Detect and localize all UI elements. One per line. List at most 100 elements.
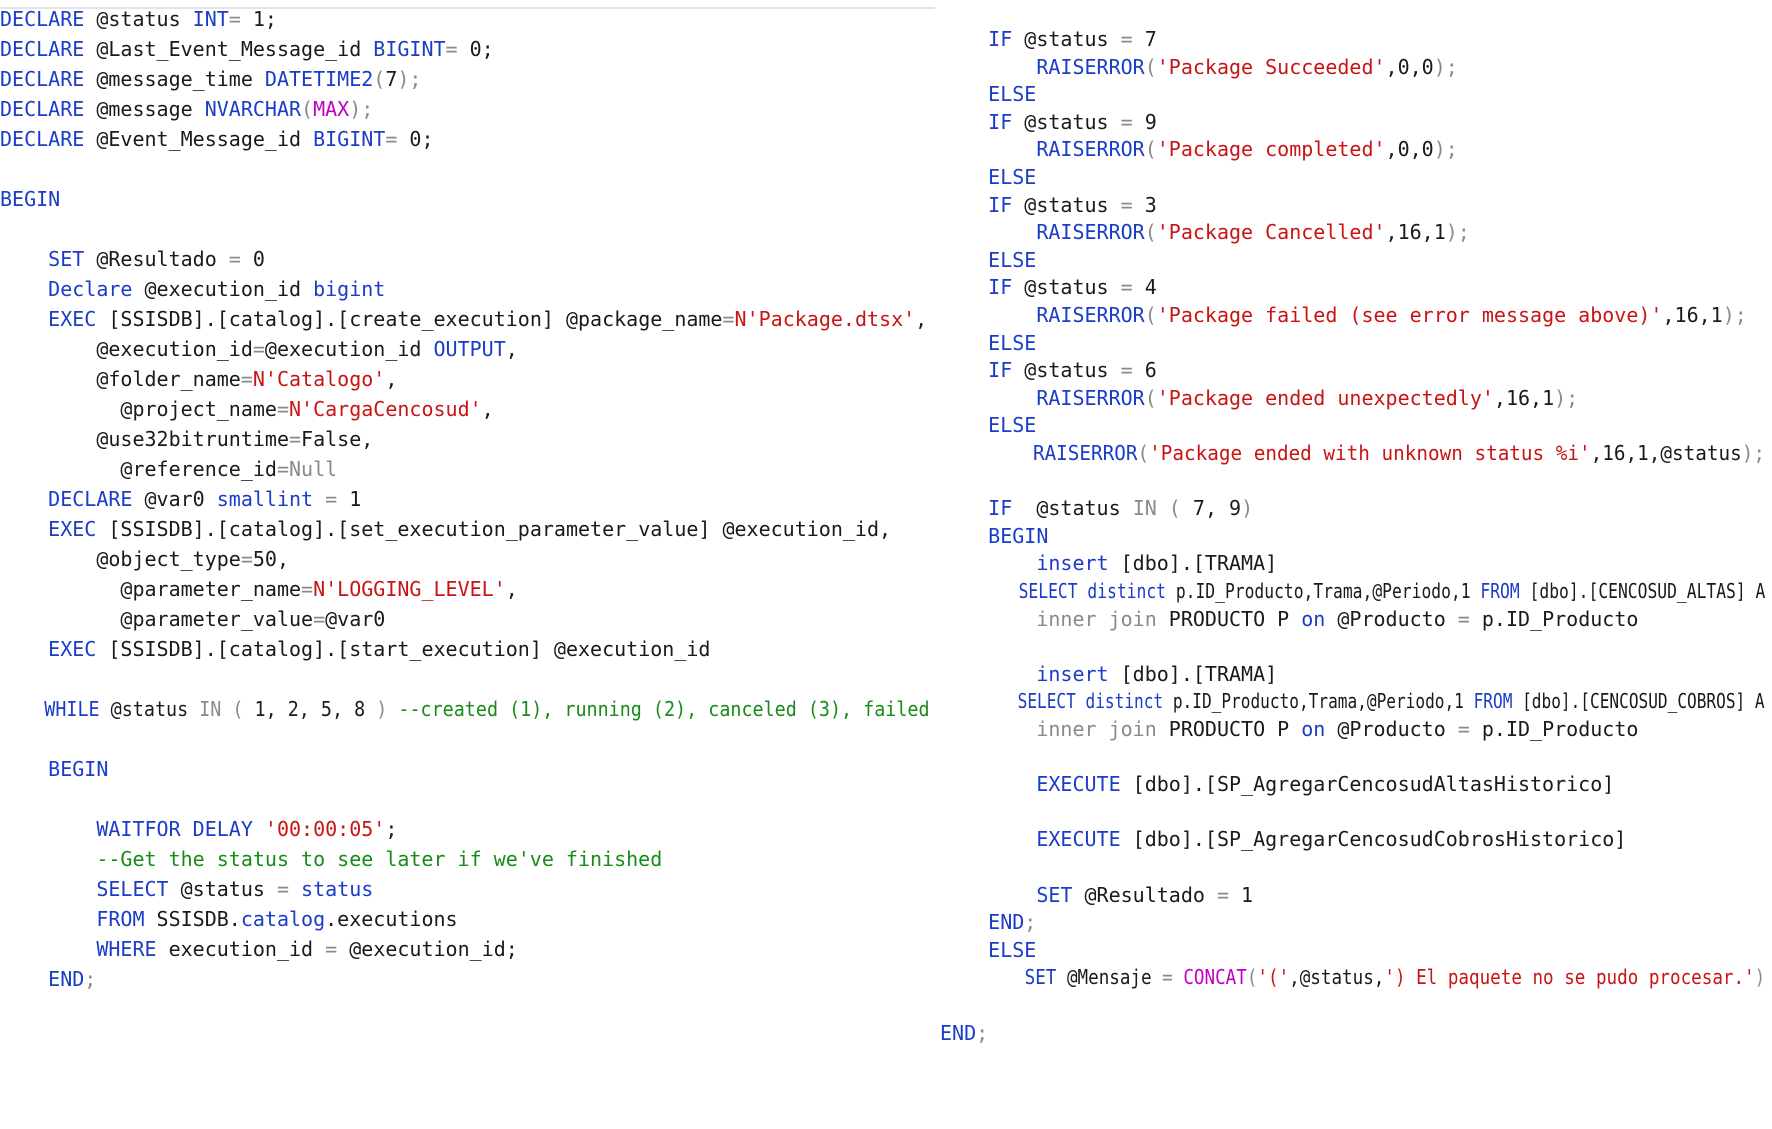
- code-token: [387, 697, 398, 721]
- code-token: @Producto: [1325, 717, 1458, 741]
- code-line: @project_name=N'CargaCencosud',: [0, 396, 493, 422]
- code-token: (: [1144, 303, 1157, 327]
- code-token: );: [1741, 441, 1765, 465]
- code-line: ELSE: [940, 937, 1036, 963]
- code-token: BEGIN: [48, 757, 109, 781]
- code-token: [940, 193, 988, 217]
- code-pane-left[interactable]: DECLARE @status INT= 1;DECLARE @Last_Eve…: [0, 0, 940, 1129]
- code-token: DECLARE: [0, 7, 85, 31]
- code-token: [dbo].[SP_AgregarCencosudCobrosHistorico…: [1120, 827, 1627, 852]
- code-token: [0, 517, 48, 541]
- code-line: @use32bitruntime=False,: [0, 426, 373, 452]
- code-token: =: [325, 487, 338, 511]
- code-line: END;: [0, 966, 96, 992]
- code-token: [313, 487, 325, 511]
- code-token: [940, 358, 988, 382]
- code-token: [SSISDB].[catalog].[start_execution] @ex…: [96, 637, 711, 661]
- code-line: @folder_name=N'Catalogo',: [0, 366, 397, 392]
- code-token: OUTPUT: [433, 337, 506, 361]
- code-token: '00:00:05': [264, 817, 386, 841]
- code-token: RAISERROR: [1036, 54, 1145, 79]
- code-line: @parameter_value=@var0: [0, 606, 385, 632]
- code-token: ): [1754, 965, 1766, 990]
- code-token: @use32bitruntime: [0, 427, 289, 451]
- code-token: @Mensaje: [1056, 965, 1163, 990]
- code-line: WHILE @status IN ( 1, 2, 5, 8 ) --create…: [0, 696, 929, 722]
- code-token: 1: [1229, 882, 1254, 907]
- code-token: p.ID_Producto,Trama,@Periodo,1: [1163, 689, 1474, 714]
- code-line: EXECUTE [dbo].[SP_AgregarCencosudAltasHi…: [940, 771, 1614, 797]
- code-token: =: [240, 367, 253, 391]
- code-token: 1;: [240, 7, 277, 31]
- code-token: @parameter_name: [0, 577, 302, 601]
- code-token: =: [445, 37, 458, 61]
- code-line: RAISERROR('Package ended with unknown st…: [940, 440, 1765, 466]
- code-token: DECLARE: [0, 127, 85, 151]
- code-line: EXECUTE [dbo].[SP_AgregarCencosudCobrosH…: [940, 826, 1626, 852]
- code-token: catalog: [240, 907, 326, 931]
- code-pane-right[interactable]: IF @status = 7 RAISERROR('Package Succee…: [940, 0, 1772, 1129]
- code-token: END: [988, 910, 1025, 935]
- code-token: [940, 27, 988, 51]
- code-token: =: [1120, 358, 1133, 383]
- code-token: =: [301, 577, 314, 601]
- code-token: @status: [1012, 358, 1121, 383]
- code-token: RAISERROR: [1036, 137, 1145, 162]
- code-token: [0, 847, 96, 871]
- code-token: @Producto: [1325, 606, 1458, 631]
- code-token: @Last_Event_Message_id: [84, 37, 374, 61]
- code-token: @object_type: [0, 547, 241, 571]
- code-token: IF: [988, 192, 1013, 217]
- code-token: ,16,1: [1385, 220, 1446, 245]
- code-token: .executions: [325, 907, 458, 931]
- code-line: DECLARE @status INT= 1;: [0, 6, 277, 32]
- code-token: [940, 55, 1036, 79]
- code-token: 'Package Cancelled': [1156, 220, 1386, 245]
- code-token: [940, 717, 1036, 741]
- code-token: (: [301, 97, 314, 121]
- code-token: @execution_id: [0, 337, 253, 361]
- code-token: '(': [1257, 965, 1290, 990]
- code-token: FROM: [1473, 689, 1513, 714]
- code-line: EXEC [SSISDB].[catalog].[start_execution…: [0, 636, 710, 662]
- code-token: =: [313, 607, 326, 631]
- code-token: RAISERROR: [1036, 220, 1145, 245]
- code-token: [940, 662, 1036, 686]
- code-token: =: [1120, 109, 1133, 134]
- code-token: [940, 551, 1036, 575]
- code-token: SET: [1024, 965, 1057, 990]
- code-line: RAISERROR('Package Succeeded',0,0);: [940, 54, 1457, 80]
- code-token: [0, 277, 48, 301]
- code-line: @reference_id=Null: [0, 456, 337, 482]
- code-token: DATETIME2: [264, 67, 374, 91]
- code-line: IF @status = 9: [940, 109, 1157, 135]
- code-token: [940, 910, 988, 934]
- code-token: ;: [385, 817, 398, 841]
- code-token: =: [252, 337, 265, 361]
- code-line: IF @status = 4: [940, 274, 1157, 300]
- code-line: ELSE: [940, 330, 1036, 356]
- code-token: [940, 413, 988, 437]
- code-token: WHILE: [44, 697, 100, 721]
- code-token: [940, 965, 1025, 989]
- code-token: EXEC: [48, 517, 97, 541]
- code-token: EXECUTE: [1036, 772, 1121, 797]
- code-token: WAITFOR DELAY: [96, 817, 253, 841]
- code-token: [1173, 965, 1184, 989]
- code-token: IF: [988, 275, 1013, 300]
- code-token: on: [1301, 717, 1326, 741]
- code-line: DECLARE @Event_Message_id BIGINT= 0;: [0, 126, 434, 152]
- code-token: N'LOGGING_LEVEL': [313, 577, 506, 601]
- code-token: @reference_id: [0, 457, 277, 481]
- code-token: =: [276, 877, 289, 901]
- code-token: insert: [1036, 661, 1109, 686]
- code-token: smallint: [216, 487, 314, 511]
- code-token: ;: [84, 967, 97, 991]
- code-token: );: [1722, 303, 1747, 327]
- code-line: SELECT distinct p.ID_Producto,Trama,@Per…: [940, 688, 1765, 714]
- code-token: @var0: [132, 487, 217, 511]
- code-line: DECLARE @var0 smallint = 1: [0, 486, 361, 512]
- code-token: N'Catalogo': [252, 367, 386, 391]
- code-token: 'Package completed': [1156, 137, 1386, 162]
- code-token: [940, 248, 988, 272]
